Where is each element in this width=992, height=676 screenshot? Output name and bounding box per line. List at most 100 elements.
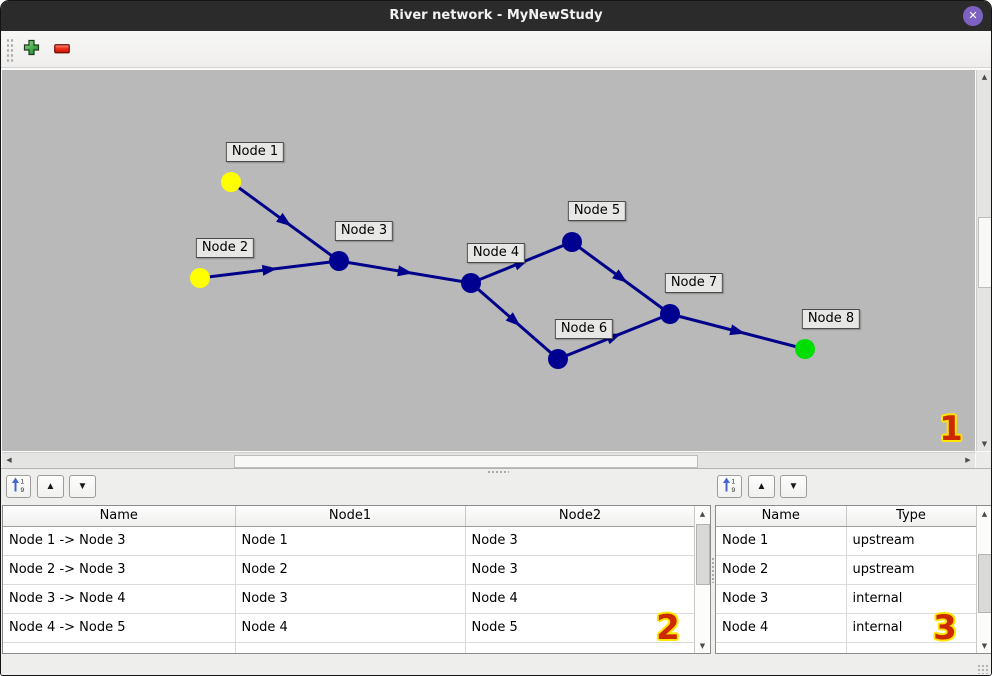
table-cell[interactable]: upstream <box>846 526 977 556</box>
remove-icon <box>54 43 70 53</box>
table-cell[interactable]: Node 2 <box>716 555 847 585</box>
scroll-down-icon[interactable]: ▼ <box>699 642 706 650</box>
toolbar-grip[interactable] <box>6 38 14 62</box>
canvas-vscroll-thumb[interactable] <box>978 217 991 288</box>
edge-arrow-icon <box>261 264 278 276</box>
node-circle[interactable] <box>461 273 481 293</box>
table-cell[interactable]: Node 4 <box>716 613 847 643</box>
column-header[interactable]: Name <box>3 506 236 527</box>
move-down-icon: ▼ <box>77 481 88 492</box>
table-cell[interactable]: Node 2 <box>235 555 466 585</box>
node-label[interactable]: Node 6 <box>554 319 614 339</box>
scroll-down-icon[interactable]: ▼ <box>981 440 988 448</box>
column-header[interactable]: Name <box>716 506 847 527</box>
column-header[interactable]: Node2 <box>465 506 696 527</box>
node-circle[interactable] <box>190 268 210 288</box>
reach-move-down-button[interactable]: ▼ <box>69 475 96 498</box>
node-circle[interactable] <box>660 304 680 324</box>
remove-button[interactable] <box>51 31 73 67</box>
empty-row <box>3 642 696 653</box>
node-label[interactable]: Node 5 <box>567 201 627 221</box>
annotation-1: 1 <box>939 409 963 449</box>
node-circle[interactable] <box>548 349 568 369</box>
reach-table-scrollbar[interactable]: ▲ ▼ <box>694 506 710 653</box>
node-table-scrollbar[interactable]: ▲ ▼ <box>976 506 991 653</box>
node-sort-button[interactable]: 1 9 <box>717 475 742 498</box>
node-move-up-button[interactable]: ▲ <box>748 475 775 498</box>
close-button[interactable]: ✕ <box>963 6 983 26</box>
table-cell[interactable]: Node 3 <box>465 526 696 556</box>
reach-sort-button[interactable]: 1 9 <box>6 475 31 498</box>
scroll-up-icon[interactable]: ▲ <box>699 510 706 518</box>
annotation-3: 3 <box>933 608 957 648</box>
scroll-down-icon[interactable]: ▼ <box>981 642 988 650</box>
table-cell[interactable]: upstream <box>846 555 977 585</box>
svg-text:9: 9 <box>21 487 25 493</box>
canvas-frame: Node 1 Node 2 Node 3 Node 4 Node 5 Node 6 Node… <box>1 68 991 468</box>
edge-arrow-icon <box>276 212 292 227</box>
node-label[interactable]: Node 4 <box>466 243 526 263</box>
scroll-up-icon[interactable]: ▲ <box>981 510 988 518</box>
table-cell[interactable]: Node 1 <box>235 526 466 556</box>
table-cell[interactable]: Node 3 <box>235 584 466 614</box>
resize-grip[interactable] <box>977 664 989 674</box>
node-circle[interactable] <box>329 251 349 271</box>
node-label[interactable]: Node 7 <box>664 273 724 293</box>
node-circle[interactable] <box>221 172 241 192</box>
titlebar[interactable]: River network - MyNewStudy ✕ <box>1 1 991 31</box>
scroll-left-icon[interactable]: ◀ <box>6 456 12 464</box>
table-cell[interactable]: Node 4 -> Node 5 <box>3 613 236 643</box>
edge-arrow-icon <box>729 324 746 336</box>
table-cell[interactable]: Node 3 <box>716 584 847 614</box>
window-title: River network - MyNewStudy <box>389 8 603 23</box>
node-label[interactable]: Node 1 <box>225 142 285 162</box>
network-canvas[interactable]: Node 1 Node 2 Node 3 Node 4 Node 5 Node 6 Node… <box>2 70 975 451</box>
node-table-scroll-thumb[interactable] <box>978 554 991 613</box>
move-down-icon: ▼ <box>788 481 799 492</box>
table-cell[interactable]: Node 2 -> Node 3 <box>3 555 236 585</box>
scroll-right-icon[interactable]: ▶ <box>965 456 971 464</box>
table-cell <box>846 642 977 653</box>
node-label[interactable]: Node 2 <box>195 238 255 258</box>
table-cell[interactable]: internal <box>846 584 977 614</box>
table-cell[interactable]: internal <box>846 613 977 643</box>
horizontal-splitter-handle[interactable] <box>487 470 509 474</box>
reach-table-scroll-thumb[interactable] <box>696 524 710 585</box>
column-header[interactable]: Type <box>846 506 977 527</box>
add-icon <box>23 39 39 56</box>
column-header[interactable]: Node1 <box>235 506 466 527</box>
table-cell[interactable]: Node 3 -> Node 4 <box>3 584 236 614</box>
close-icon: ✕ <box>968 9 978 22</box>
reach-move-up-button[interactable]: ▲ <box>37 475 64 498</box>
add-button[interactable] <box>20 31 42 67</box>
node-label[interactable]: Node 8 <box>801 309 861 329</box>
vertical-splitter-handle[interactable] <box>711 557 715 583</box>
node-move-down-button[interactable]: ▼ <box>780 475 807 498</box>
canvas-horizontal-scrollbar[interactable]: ◀ ▶ <box>2 452 975 468</box>
node-circle[interactable] <box>562 232 582 252</box>
svg-text:1: 1 <box>21 479 25 486</box>
table-cell[interactable]: Node 5 <box>465 613 696 643</box>
node-circle[interactable] <box>795 339 815 359</box>
node-label[interactable]: Node 3 <box>334 221 394 241</box>
sort-ascending-icon: 1 9 <box>723 477 736 494</box>
table-cell[interactable]: Node 4 <box>235 613 466 643</box>
table-cell[interactable]: Node 1 <box>716 526 847 556</box>
scroll-up-icon[interactable]: ▲ <box>981 73 988 81</box>
canvas-hscroll-thumb[interactable] <box>234 455 698 468</box>
canvas-vertical-scrollbar[interactable]: ▲ ▼ <box>976 70 991 451</box>
table-cell[interactable]: Node 1 -> Node 3 <box>3 526 236 556</box>
table-cell[interactable]: Node 3 <box>465 555 696 585</box>
